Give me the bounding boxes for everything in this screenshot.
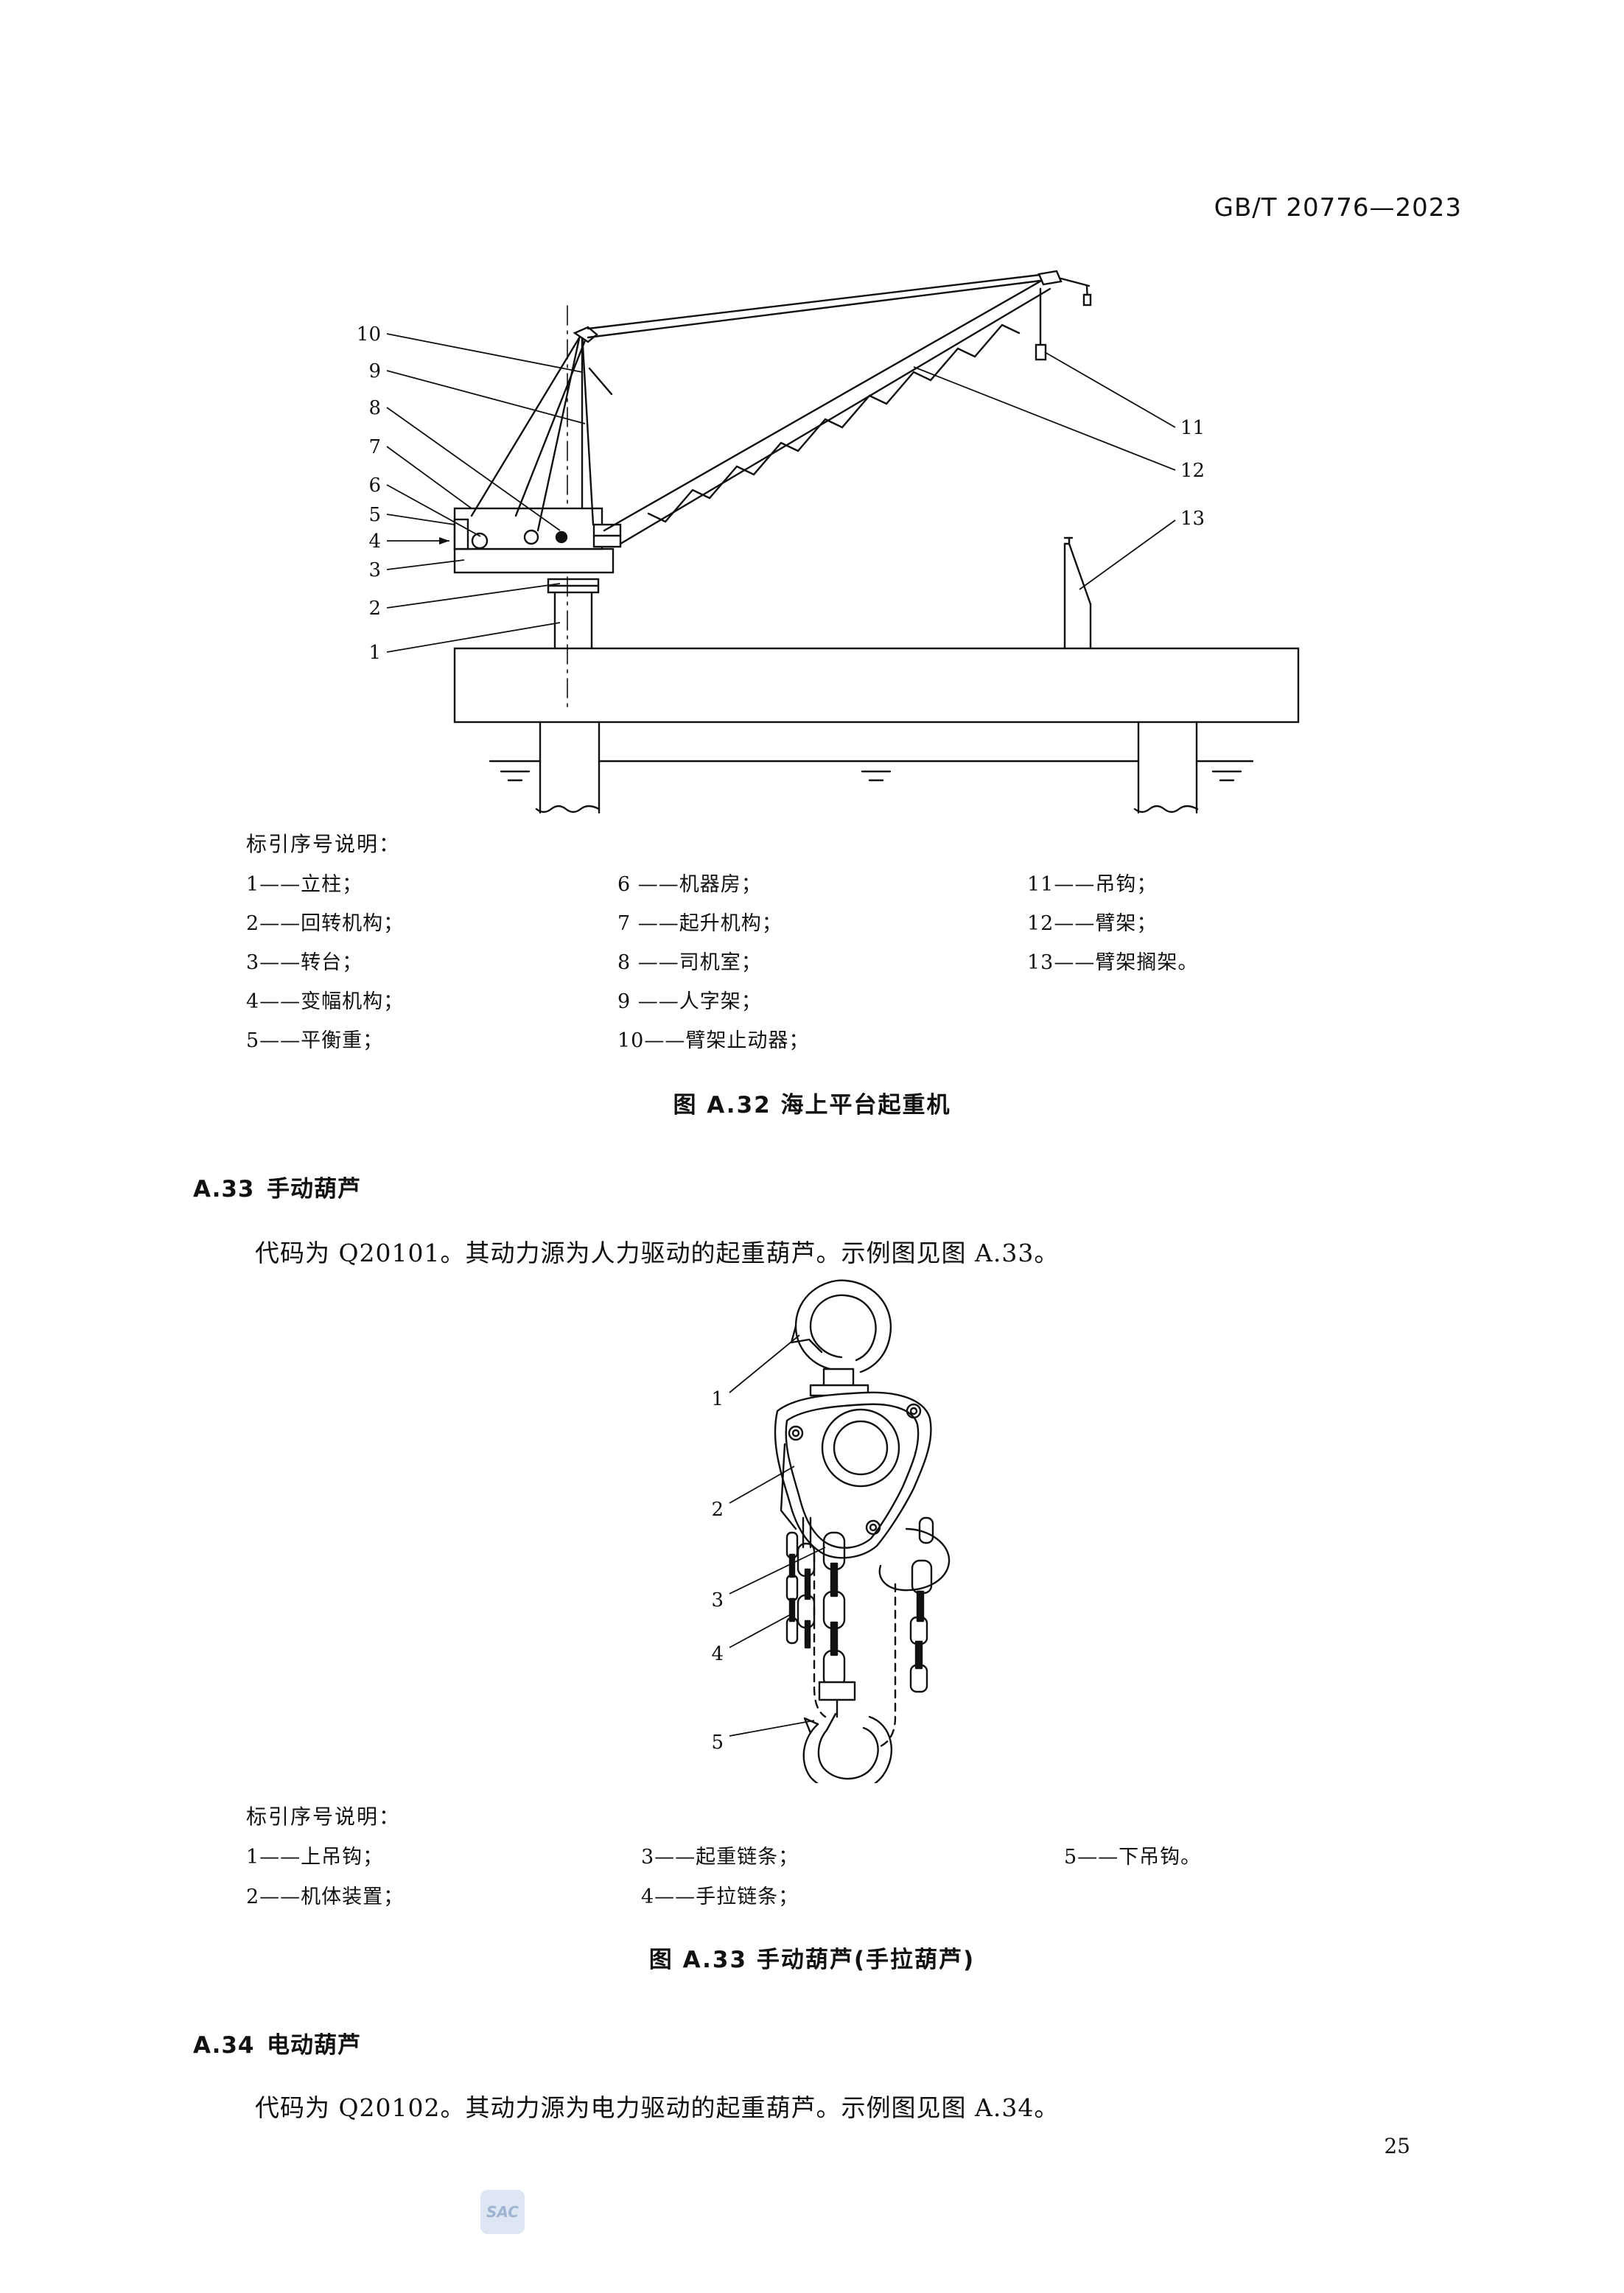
legend-item: 3——起重链条； (641, 1846, 799, 1869)
callout-7: 7 (368, 436, 381, 458)
sac-watermark-logo: SAC (480, 2190, 525, 2234)
callout-13: 13 (1180, 508, 1205, 530)
legend-item: 2——机体装置； (246, 1886, 405, 1908)
callout-1: 1 (711, 1388, 724, 1410)
legend-title-a33: 标引序号说明： (246, 1804, 402, 1829)
section-number: A.33 (193, 1176, 255, 1202)
callout-2: 2 (711, 1499, 724, 1521)
legend-item: 4——手拉链条； (641, 1886, 799, 1908)
legend-item: 5——下吊钩。 (1064, 1846, 1202, 1869)
figure-a32-caption: 图 A.32 海上平台起重机 (673, 1092, 951, 1119)
legend-item: 2——回转机构； (246, 912, 405, 935)
legend-item: 1——上吊钩； (246, 1846, 384, 1869)
legend-item: 4——变幅机构； (246, 990, 405, 1013)
callout-10: 10 (357, 323, 381, 346)
legend-item: 8 ——司机室； (617, 951, 762, 974)
figure-a32-crane-drawing: 10 9 8 7 6 5 4 3 2 1 11 12 13 (357, 270, 1300, 814)
legend-item: 9 ——人字架； (617, 990, 762, 1013)
callout-11: 11 (1180, 417, 1205, 439)
callout-9: 9 (368, 360, 381, 382)
section-a34-heading: A.34 电动葫芦 (193, 2026, 361, 2059)
callout-2: 2 (368, 598, 381, 620)
legend-title-a32: 标引序号说明： (246, 832, 402, 856)
callout-4: 4 (711, 1643, 724, 1665)
callout-5: 5 (711, 1732, 724, 1754)
legend-item: 12——臂架； (1027, 912, 1158, 935)
legend-item: 10——臂架止动器； (617, 1029, 810, 1052)
legend-item: 6 ——机器房； (617, 873, 762, 896)
legend-item: 5——平衡重； (246, 1029, 384, 1052)
section-title: 手动葫芦 (267, 1176, 361, 1202)
page-number: 25 (1384, 2134, 1410, 2158)
legend-item: 11——吊钩； (1027, 873, 1158, 896)
callout-8: 8 (368, 397, 381, 419)
legend-item: 7 ——起升机构； (617, 912, 783, 935)
callout-1: 1 (368, 642, 381, 664)
callout-6: 6 (368, 475, 381, 497)
legend-item: 1——立柱； (246, 873, 363, 896)
callout-12: 12 (1180, 460, 1205, 482)
callout-3: 3 (368, 559, 381, 581)
legend-item: 13——臂架搁架。 (1027, 951, 1199, 974)
section-a34-paragraph: 代码为 Q20102。其动力源为电力驱动的起重葫芦。示例图见图 A.34。 (255, 2093, 1060, 2122)
legend-item: 3——转台； (246, 951, 363, 974)
callout-4: 4 (368, 531, 381, 553)
section-title: 电动葫芦 (267, 2032, 361, 2059)
standard-number: GB/T 20776—2023 (1214, 193, 1462, 223)
callout-3: 3 (711, 1589, 724, 1611)
section-a33-heading: A.33 手动葫芦 (193, 1170, 361, 1203)
callout-5: 5 (368, 504, 381, 526)
section-a33-paragraph: 代码为 Q20101。其动力源为人力驱动的起重葫芦。示例图见图 A.33。 (255, 1239, 1060, 1267)
section-number: A.34 (193, 2032, 255, 2059)
figure-a33-caption: 图 A.33 手动葫芦(手拉葫芦) (648, 1947, 976, 1973)
